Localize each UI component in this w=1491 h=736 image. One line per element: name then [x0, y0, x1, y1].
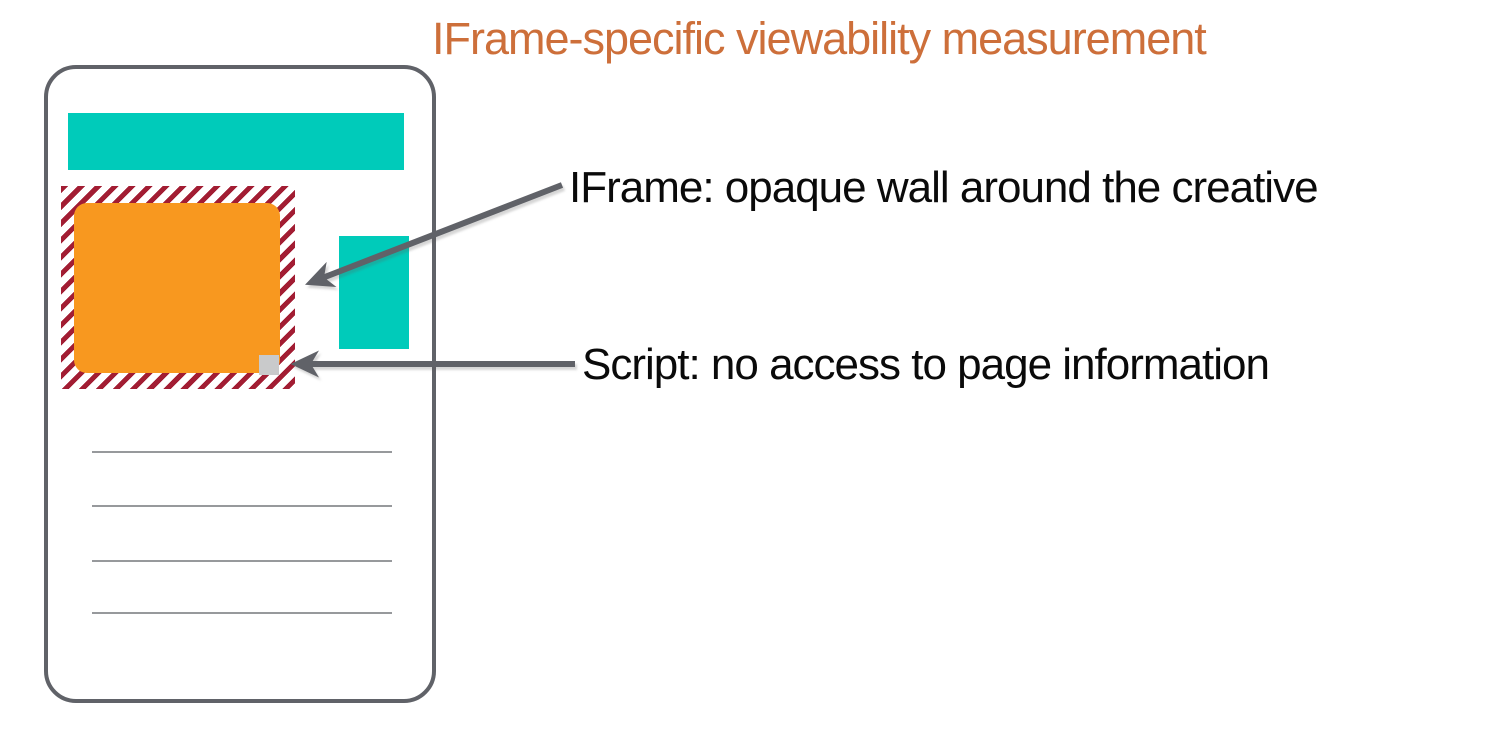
text-line-placeholder: [92, 505, 392, 507]
text-line-placeholder: [92, 612, 392, 614]
diagram-title: IFrame-specific viewability measurement: [432, 13, 1207, 64]
ad-creative: [74, 203, 280, 373]
iframe-hatched-wall: [61, 186, 295, 389]
annotation-script-label: Script: no access to page information: [582, 340, 1270, 389]
page-header-placeholder: [68, 113, 404, 170]
sidebar-ad-placeholder: [339, 236, 409, 349]
webpage-mockup: [44, 65, 436, 703]
text-line-placeholder: [92, 560, 392, 562]
text-line-placeholder: [92, 451, 392, 453]
script-pixel: [259, 355, 279, 375]
annotation-iframe-label: IFrame: opaque wall around the creative: [569, 163, 1319, 212]
